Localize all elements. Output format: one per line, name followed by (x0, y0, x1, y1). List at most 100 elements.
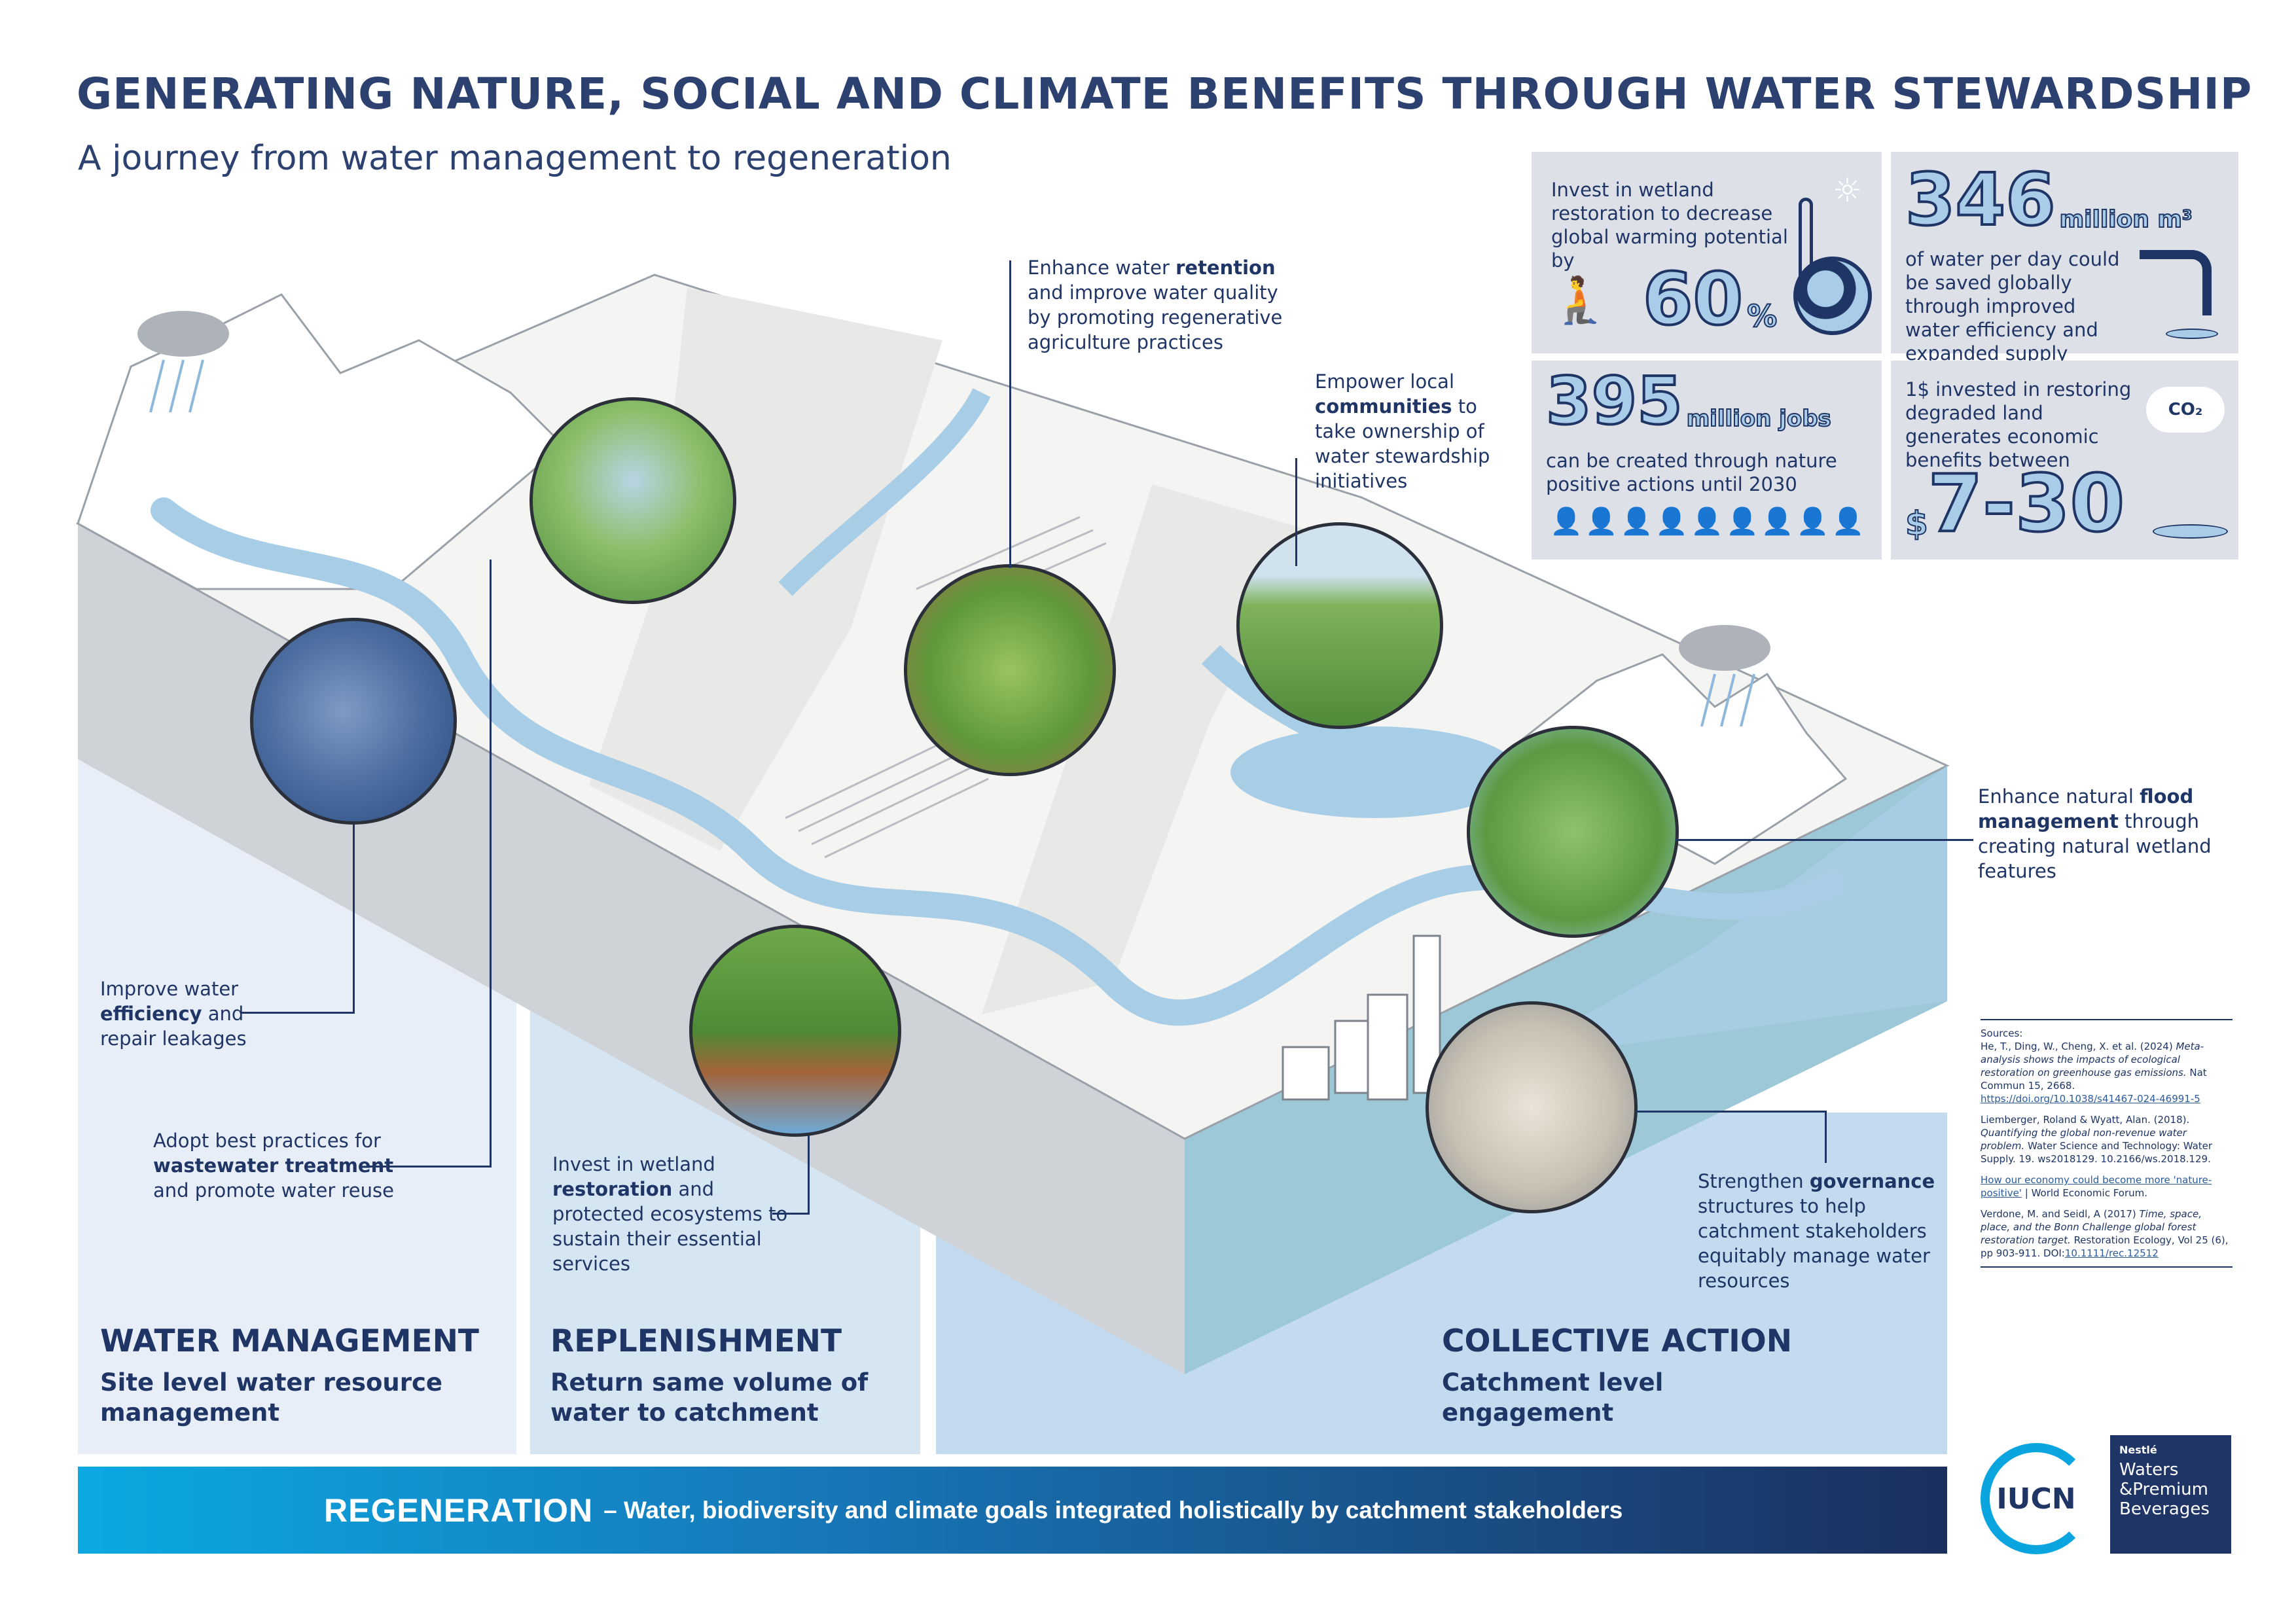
section-title-collective-action: COLLECTIVE ACTION (1442, 1323, 1793, 1359)
ann-text: to take ownership of water stewardship i… (1315, 395, 1490, 492)
stat-number-row: 346 million m³ (1904, 158, 2193, 241)
leader-line (241, 1012, 355, 1014)
leader-line (1295, 458, 1297, 566)
water-drops-icon (2166, 329, 2218, 339)
annotation-wastewater: Adopt best practices for wastewater trea… (153, 1128, 435, 1203)
stat-jobs: 395 million jobs can be created through … (1532, 361, 1882, 560)
ann-bold: efficiency (100, 1003, 202, 1025)
circle-industrial-site (529, 397, 736, 604)
leader-line (353, 825, 355, 1014)
nestle-waters-logo: Nestlé Waters &Premium Beverages (2110, 1435, 2231, 1554)
source-authors: He, T., Ding, W., Cheng, X. et al. (2024… (1981, 1041, 2173, 1052)
annotation-communities: Empower local communities to take owners… (1315, 369, 1505, 493)
stat-value: 346 (1904, 158, 2057, 241)
stat-value: 60 (1641, 257, 1744, 341)
source-authors: Liemberger, Roland & Wyatt, Alan. (2018)… (1981, 1114, 2190, 1126)
source-link[interactable]: https://doi.org/10.1038/s41467-024-46991… (1981, 1093, 2200, 1105)
leader-line (1825, 1111, 1827, 1163)
nestle-line: &Premium (2119, 1480, 2208, 1499)
leader-line (367, 1166, 492, 1168)
source-detail: Nat Commun 15, 2668. (1981, 1067, 2207, 1092)
ann-text: Enhance water (1028, 257, 1176, 279)
ann-text: Empower local (1315, 370, 1454, 393)
mountains-right (1503, 653, 1848, 865)
sun-icon: ☼ (1833, 171, 1862, 209)
circle-governance-meeting (1426, 1001, 1638, 1213)
ann-bold: flood management (1978, 785, 2194, 832)
globe-icon (1793, 257, 1872, 335)
regeneration-title: REGENERATION (324, 1491, 594, 1529)
stat-value: 395 (1545, 363, 1684, 439)
ann-text: and improve water quality by promoting r… (1028, 281, 1283, 353)
cloud-left-icon (137, 311, 229, 413)
ann-text: Improve water (100, 978, 239, 1000)
stat-unit: % (1746, 298, 1778, 334)
regeneration-text: – Water, biodiversity and climate goals … (603, 1496, 1623, 1524)
circle-flood-management (1467, 726, 1679, 938)
source-detail: Restoration Ecology, Vol 25 (6), pp 903-… (1981, 1234, 2229, 1259)
source-authors: Verdone, M. and Seidl, A (2017) (1981, 1208, 2136, 1220)
ann-text: Invest in wetland (552, 1153, 715, 1175)
source-title: Time, space, place, and the Bonn Challen… (1981, 1208, 2202, 1246)
stat-economic-benefits: 1$ invested in restoring degraded land g… (1891, 361, 2238, 560)
stat-wetland-warming: Invest in wetland restoration to decreas… (1532, 152, 1882, 353)
ann-text: and repair leakages (100, 1003, 247, 1050)
regeneration-banner: REGENERATION – Water, biodiversity and c… (78, 1467, 1947, 1554)
co2-label: CO₂ (2168, 400, 2203, 419)
tap-icon (2140, 250, 2212, 315)
co2-cloud-icon: CO₂ (2146, 387, 2225, 433)
leader-line (772, 1213, 810, 1215)
annotation-retention: Enhance water retention and improve wate… (1028, 255, 1302, 355)
reeds-icon (2153, 524, 2228, 539)
hatched-area (982, 484, 1309, 1014)
source-title: Quantifying the global non-revenue water… (1981, 1127, 2187, 1152)
ann-text: and protected ecosystems to sustain thei… (552, 1178, 788, 1275)
annotation-wetland: Invest in wetland restoration and protec… (552, 1152, 795, 1276)
ann-bold: wastewater treatment (153, 1154, 394, 1177)
source-title: Meta-analysis shows the impacts of ecolo… (1981, 1041, 2204, 1079)
workers-icon: 👤👤👤👤👤👤👤👤👤 (1550, 507, 1867, 537)
stat-value: 7-30 (1927, 459, 2126, 550)
page-title: GENERATING NATURE, SOCIAL AND CLIMATE BE… (77, 69, 2253, 119)
sea (1505, 766, 1947, 1060)
stat-text: can be created through nature positive a… (1546, 450, 1837, 495)
ann-bold: restoration (552, 1178, 673, 1200)
page-subtitle: A journey from water management to regen… (78, 139, 952, 178)
ann-text: Enhance natural (1978, 785, 2140, 808)
source-item: Liemberger, Roland & Wyatt, Alan. (2018)… (1981, 1113, 2233, 1166)
sources-heading: Sources: (1981, 1027, 2023, 1039)
river-branch (778, 388, 991, 596)
stat-currency: $ (1905, 505, 1929, 543)
ann-bold: communities (1315, 395, 1452, 418)
leader-line (1676, 839, 1973, 841)
source-link[interactable]: 10.1111/rec.12512 (2064, 1247, 2159, 1259)
annotation-flood: Enhance natural flood management through… (1978, 784, 2227, 883)
cloud-right-icon (1679, 625, 1770, 727)
ann-bold: retention (1175, 257, 1276, 279)
stat-unit: million jobs (1686, 406, 1832, 432)
leader-line (1636, 1111, 1826, 1113)
source-link[interactable]: How our economy could become more 'natur… (1981, 1174, 2212, 1199)
nestle-line: Waters (2119, 1460, 2179, 1480)
section-subtitle-water-management: Site level water resource management (100, 1368, 443, 1427)
sources: Sources: He, T., Ding, W., Cheng, X. et … (1981, 1019, 2233, 1268)
ann-bold: governance (1809, 1170, 1935, 1192)
section-title-water-management: WATER MANAGEMENT (100, 1323, 479, 1359)
section-title-replenishment: REPLENISHMENT (550, 1323, 842, 1359)
stat-text: Invest in wetland restoration to decreas… (1551, 179, 1788, 272)
person-planting-icon: 🧎 (1551, 273, 1609, 327)
stat-number-row: 395 million jobs (1545, 363, 1832, 439)
circle-local-communities (1236, 522, 1443, 729)
annotation-governance: Strengthen governance structures to help… (1698, 1169, 1940, 1293)
ann-text: structures to help catchment stakeholder… (1698, 1195, 1930, 1292)
stat-water-saved: 346 million m³ of water per day could be… (1891, 152, 2238, 365)
iucn-logo: IUCN (1981, 1443, 2092, 1554)
stat-unit: million m³ (2059, 206, 2193, 233)
section-subtitle-replenishment: Return same volume of water to catchment (550, 1368, 869, 1427)
ann-text: Adopt best practices for (153, 1130, 381, 1152)
stat-text: of water per day could be saved globally… (1905, 248, 2120, 365)
leader-line (1009, 260, 1011, 568)
ann-text: and promote water reuse (153, 1179, 394, 1202)
annotation-efficiency: Improve water efficiency and repair leak… (100, 976, 257, 1051)
stat-number-row: $ 7-30 (1905, 459, 2126, 550)
